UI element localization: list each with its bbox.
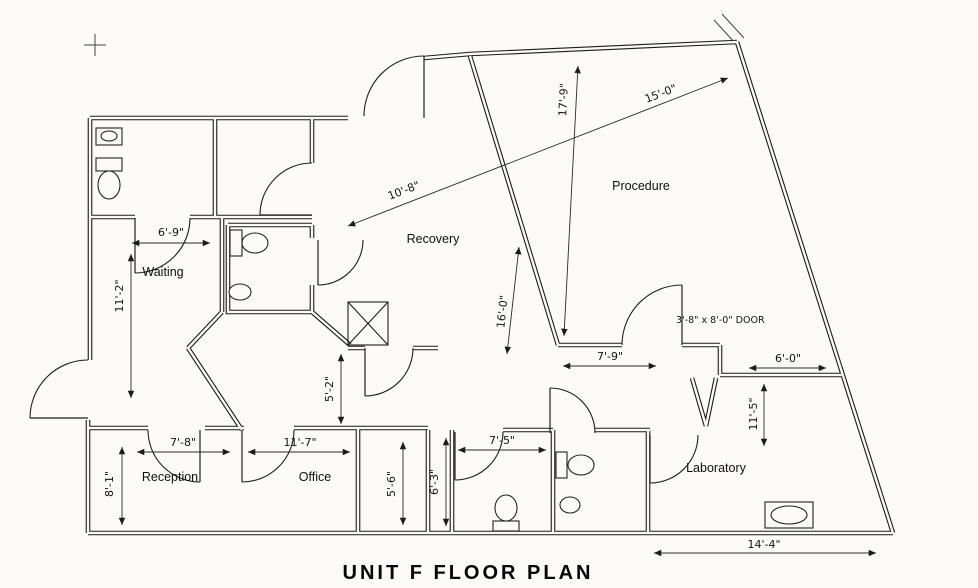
dim-lab-width: 14'-4" bbox=[747, 538, 780, 551]
dimension-lines bbox=[118, 65, 876, 557]
door-spec-note: 3'-8" x 8'-0" DOOR bbox=[676, 315, 765, 326]
room-label-laboratory: Laboratory bbox=[686, 461, 747, 475]
dim-storage-depth: 6'-3" bbox=[428, 469, 441, 495]
dim-office-width: 11'-7" bbox=[283, 436, 316, 449]
dim-procedure-side: 17'-9" bbox=[556, 83, 571, 117]
dim-waiting-depth: 11'-2" bbox=[113, 279, 126, 312]
dim-hall-width: 5'-2" bbox=[323, 376, 336, 402]
mechanical-chase bbox=[347, 301, 389, 346]
plumbing-fixtures bbox=[95, 127, 814, 532]
registration-cross bbox=[84, 13, 745, 56]
dim-recovery-depth: 16'-0" bbox=[494, 295, 510, 329]
room-label-recovery: Recovery bbox=[407, 232, 461, 246]
dim-waiting-width: 6'-9" bbox=[158, 226, 184, 239]
room-label-procedure: Procedure bbox=[612, 179, 670, 193]
dim-procedure-opening: 7'-9" bbox=[597, 350, 623, 363]
dim-closet-depth: 5'-6" bbox=[385, 471, 398, 497]
room-label-waiting: Waiting bbox=[142, 265, 183, 279]
room-label-reception: Reception bbox=[142, 470, 198, 484]
walls bbox=[88, 42, 893, 533]
dim-reception-width: 7'-8" bbox=[170, 436, 196, 449]
page-title: UNIT F FLOOR PLAN bbox=[343, 562, 594, 584]
room-label-office: Office bbox=[299, 470, 331, 484]
dim-lab-depth: 11'-5" bbox=[747, 397, 760, 430]
door-arcs bbox=[29, 55, 699, 484]
dim-reception-depth: 8'-1" bbox=[103, 471, 116, 497]
room-labels: Waiting Reception Office Recovery Proced… bbox=[142, 179, 747, 484]
dim-lab-entry-width: 6'-0" bbox=[775, 352, 801, 365]
dim-procedure-diagonal: 15'-0" bbox=[643, 82, 679, 106]
dim-corridor-width: 7'-5" bbox=[489, 434, 515, 447]
